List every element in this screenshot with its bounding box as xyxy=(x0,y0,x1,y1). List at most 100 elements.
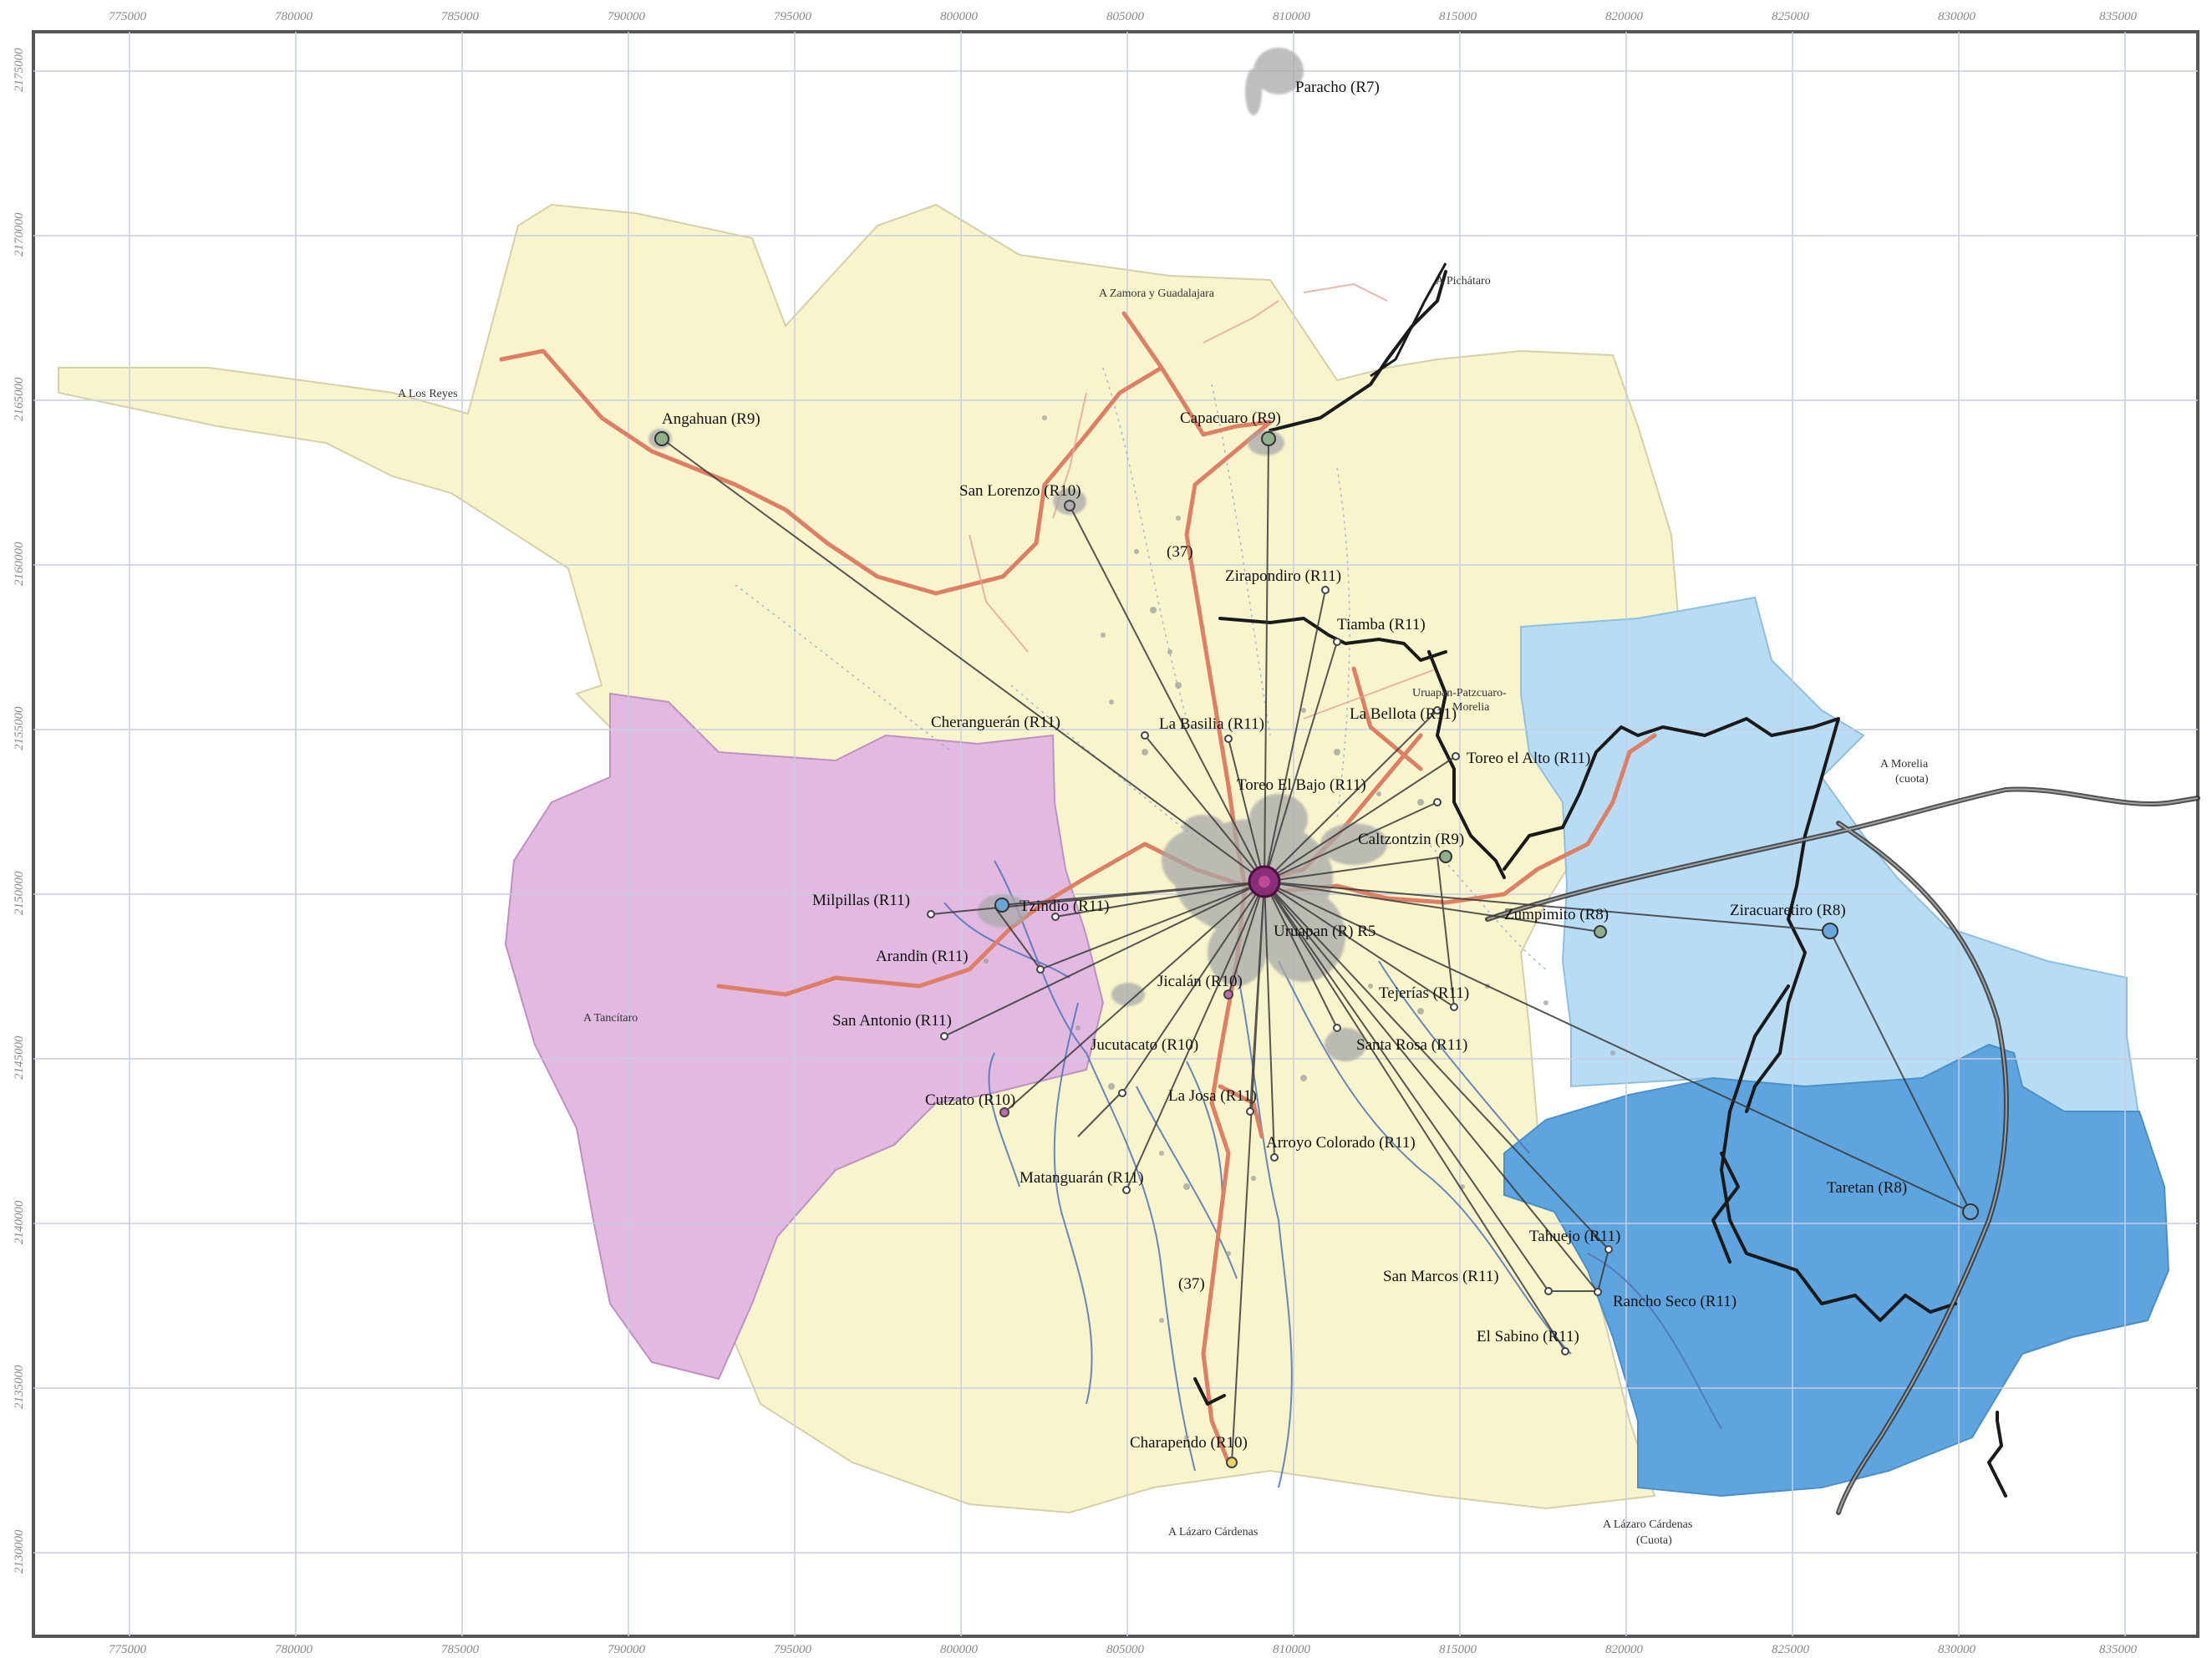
x-tick: 830000 xyxy=(1938,1643,1976,1656)
marker-la-bellota[interactable] xyxy=(1433,706,1442,715)
y-tick: 2130000 xyxy=(13,1529,26,1574)
label-el-sabino: El Sabino (R11) xyxy=(1477,1328,1579,1345)
marker-taretan[interactable] xyxy=(1962,1203,1979,1220)
marker-tejerias[interactable] xyxy=(1450,1003,1458,1011)
dest-tancitaro: A Tancítaro xyxy=(583,1012,638,1025)
roads-red-thin xyxy=(969,282,1438,720)
dest-lazaro: A Lázaro Cárdenas xyxy=(1168,1526,1258,1538)
label-toreo-el-alto: Toreo el Alto (R11) xyxy=(1467,750,1590,767)
y-tick: 2160000 xyxy=(13,542,26,586)
label-arandin: Arandin (R11) xyxy=(876,948,969,965)
marker-arandin[interactable] xyxy=(1036,965,1045,974)
place-markers xyxy=(654,431,1979,1468)
label-jucutacato: Jucutacato (R10) xyxy=(1091,1036,1198,1054)
x-tick-labels-bottom: 775000 780000 785000 790000 795000 80000… xyxy=(109,1643,2138,1656)
label-san-antonio: San Antonio (R11) xyxy=(832,1012,952,1030)
dest-los-reyes: A Los Reyes xyxy=(398,388,458,400)
x-tick: 780000 xyxy=(275,1643,313,1656)
label-uruapan: Uruapan (R) R5 xyxy=(1274,923,1376,940)
label-paracho: Paracho (R7) xyxy=(1295,79,1380,96)
marker-tiamba[interactable] xyxy=(1333,638,1341,646)
dest-patzcuaro-1: Uruapan-Patzcuaro- xyxy=(1412,687,1507,699)
marker-san-lorenzo[interactable] xyxy=(1064,500,1075,511)
y-tick-labels: 2175000 2170000 2165000 2160000 2155000 … xyxy=(13,48,26,1574)
marker-zumpimito[interactable] xyxy=(1594,925,1607,938)
marker-jicalan[interactable] xyxy=(1223,989,1233,999)
marker-ziracuaretiro[interactable] xyxy=(1822,923,1838,939)
marker-matanguaran[interactable] xyxy=(1122,1186,1131,1194)
label-milpillas: Milpillas (R11) xyxy=(812,892,910,909)
label-matanguaran: Matanguarán (R11) xyxy=(1020,1169,1144,1187)
marker-el-sabino[interactable] xyxy=(1561,1347,1569,1355)
uruapan-center-node[interactable] xyxy=(1248,865,1281,898)
marker-san-antonio[interactable] xyxy=(940,1032,948,1040)
x-tick: 795000 xyxy=(774,10,812,23)
y-tick: 2170000 xyxy=(13,212,26,257)
marker-tzindio[interactable] xyxy=(994,898,1009,913)
route-37-north: (37) xyxy=(1167,543,1193,561)
y-tick: 2135000 xyxy=(13,1365,26,1409)
x-tick: 800000 xyxy=(940,10,979,23)
marker-la-josa[interactable] xyxy=(1246,1107,1254,1116)
x-tick: 825000 xyxy=(1772,1643,1810,1656)
route-37-south: (37) xyxy=(1178,1275,1205,1293)
marker-toreo-el-bajo[interactable] xyxy=(1433,798,1442,806)
marker-rancho-seco[interactable] xyxy=(1594,1288,1602,1296)
marker-angahuan[interactable] xyxy=(654,431,669,446)
marker-milpillas[interactable] xyxy=(927,910,935,918)
streams xyxy=(735,367,1547,970)
label-santa-rosa: Santa Rosa (R11) xyxy=(1356,1036,1467,1054)
route-labels: (37) (37) xyxy=(1167,543,1205,1293)
marker-toreo-el-alto[interactable] xyxy=(1452,752,1460,760)
marker-jucutacato[interactable] xyxy=(1118,1089,1126,1097)
label-toreo-el-bajo: Toreo El Bajo (R11) xyxy=(1237,776,1366,794)
marker-cutzato[interactable] xyxy=(999,1107,1009,1117)
x-tick: 785000 xyxy=(441,1643,480,1656)
label-arroyo-colorado: Arroyo Colorado (R11) xyxy=(1266,1134,1416,1152)
marker-tahuejo[interactable] xyxy=(1604,1245,1613,1254)
dest-morelia-1: A Morelia xyxy=(1880,758,1929,771)
label-charapendo: Charapendo (R10) xyxy=(1130,1434,1248,1452)
marker-capacuaro[interactable] xyxy=(1261,431,1276,446)
label-capacuaro: Capacuaro (R9) xyxy=(1180,409,1281,427)
marker-caltzontzin[interactable] xyxy=(1439,850,1452,863)
x-tick: 780000 xyxy=(275,10,313,23)
marker-san-marcos[interactable] xyxy=(1544,1287,1553,1295)
region-purple[interactable] xyxy=(504,692,1105,1381)
y-tick: 2145000 xyxy=(13,1035,26,1080)
x-tick: 795000 xyxy=(774,1643,812,1656)
y-tick: 2175000 xyxy=(13,48,26,92)
road-pichataro xyxy=(1370,262,1447,378)
label-taretan: Taretan (R8) xyxy=(1827,1179,1907,1197)
marker-santa-rosa[interactable] xyxy=(1333,1024,1341,1032)
marker-charapendo[interactable] xyxy=(1226,1457,1238,1468)
x-tick: 835000 xyxy=(2099,10,2138,23)
label-zirapondiro: Zirapondiro (R11) xyxy=(1225,567,1341,585)
x-tick: 820000 xyxy=(1605,10,1644,23)
marker-tzindio-b[interactable] xyxy=(1051,913,1060,921)
dest-lazaro-cuota-1: A Lázaro Cárdenas xyxy=(1603,1518,1692,1531)
marker-zirapondiro[interactable] xyxy=(1321,586,1330,594)
marker-arroyo-colorado[interactable] xyxy=(1270,1153,1279,1162)
y-tick: 2165000 xyxy=(13,377,26,421)
label-tiamba: Tiamba (R11) xyxy=(1337,616,1426,633)
x-tick: 810000 xyxy=(1273,10,1311,23)
label-la-josa: La Josa (R11) xyxy=(1168,1087,1257,1105)
x-tick: 790000 xyxy=(608,10,646,23)
x-tick: 835000 xyxy=(2099,1643,2138,1656)
x-tick: 815000 xyxy=(1439,10,1477,23)
x-tick: 810000 xyxy=(1273,1643,1311,1656)
marker-la-basilia[interactable] xyxy=(1224,735,1233,743)
x-tick: 775000 xyxy=(109,10,147,23)
destination-labels: A Zamora y Guadalajara A Pichátaro A Los… xyxy=(398,275,1929,1547)
x-tick: 775000 xyxy=(109,1643,147,1656)
x-tick: 805000 xyxy=(1106,1643,1145,1656)
highway-cuota-center xyxy=(1487,788,2199,1513)
dest-zamora: A Zamora y Guadalajara xyxy=(1099,287,1215,300)
marker-cherangueran[interactable] xyxy=(1141,731,1149,740)
label-la-basilia: La Basilia (R11) xyxy=(1159,715,1264,733)
x-tick: 820000 xyxy=(1605,1643,1644,1656)
dest-pichataro: A Pichátaro xyxy=(1436,275,1491,287)
x-tick: 785000 xyxy=(441,10,480,23)
